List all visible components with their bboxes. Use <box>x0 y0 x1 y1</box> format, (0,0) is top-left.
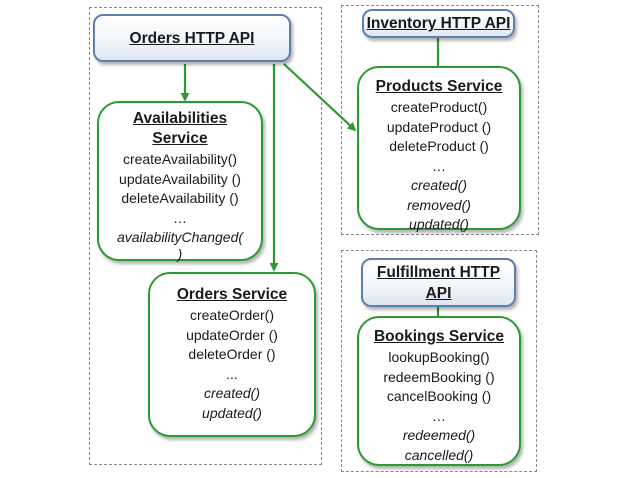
bookings-service-title: Bookings Service <box>373 328 505 345</box>
availabilities-service-title: Availabilities Service <box>132 110 228 147</box>
method: updateProduct () <box>386 118 492 135</box>
method: redeemBooking () <box>383 368 495 385</box>
method: updateOrder () <box>186 326 278 343</box>
fulfillment-http-api: Fulfillment HTTP API <box>361 258 516 307</box>
products-service-title: Products Service <box>375 78 503 95</box>
method: cancelBooking () <box>386 388 492 404</box>
method-ellipsis: … <box>432 157 446 174</box>
event: updated() <box>202 404 262 421</box>
availabilities-service: Availabilities Service createAvailabilit… <box>97 101 263 261</box>
method: deleteOrder () <box>188 346 276 362</box>
event: updated() <box>409 216 469 232</box>
method: updateAvailability () <box>119 170 241 187</box>
method-ellipsis: ... <box>226 365 238 382</box>
event: availabilityChanged( <box>116 229 244 245</box>
orders-http-api-label: Orders HTTP API <box>129 29 255 47</box>
event: removed() <box>407 196 471 213</box>
fulfillment-http-api-label: Fulfillment HTTP API <box>376 263 501 302</box>
event: created() <box>410 177 468 193</box>
method: createAvailability() <box>122 151 238 167</box>
bookings-service: Bookings Service lookupBooking() redeemB… <box>357 316 521 466</box>
inventory-http-api-label: Inventory HTTP API <box>366 15 511 32</box>
method: lookupBooking() <box>388 349 490 365</box>
orders-service-title: Orders Service <box>176 286 288 303</box>
inventory-http-api: Inventory HTTP API <box>362 9 515 38</box>
event: created() <box>203 385 261 401</box>
method: deleteAvailability () <box>121 190 239 206</box>
arrow-orders-api-to-products-service <box>283 63 357 132</box>
method-ellipsis: … <box>173 209 187 226</box>
event: cancelled() <box>404 446 474 463</box>
orders-http-api: Orders HTTP API <box>93 14 291 62</box>
method: createProduct() <box>390 99 488 115</box>
event: ) <box>177 245 183 262</box>
orders-service: Orders Service createOrder() updateOrder… <box>148 272 316 437</box>
method-ellipsis: … <box>432 407 446 424</box>
method: deleteProduct () <box>389 138 489 154</box>
products-service: Products Service createProduct() updateP… <box>357 66 521 232</box>
event: redeemed() <box>402 427 476 443</box>
method: createOrder() <box>189 307 275 323</box>
